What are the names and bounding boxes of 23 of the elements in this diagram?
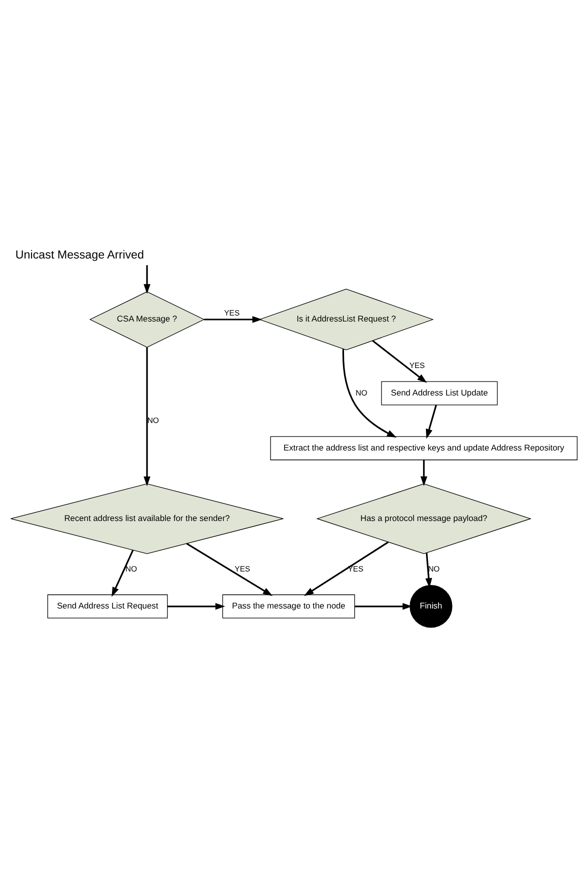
arrow [342, 348, 397, 438]
arrow [372, 340, 427, 382]
node-box: Extract the address list and respective keys and update Address Repository [270, 436, 578, 460]
diagram-title: Unicast Message Arrived [15, 248, 144, 261]
arrow [186, 542, 273, 596]
arrow [420, 460, 428, 486]
arrow [426, 404, 437, 438]
arrow [354, 602, 412, 610]
arrow [112, 549, 134, 596]
arrow [144, 264, 150, 294]
arrow [304, 540, 389, 596]
node-diamond: Has a protocol message payload? [316, 482, 532, 554]
node-diamond: Is it AddressList Request ? [258, 288, 434, 350]
arrow [168, 602, 226, 610]
node-box: Send Address List Request [47, 594, 168, 618]
node-box: Send Address List Update [381, 380, 498, 405]
arrow [425, 552, 432, 588]
node-box: Pass the message to the node [222, 594, 355, 618]
node-diamond: Recent address list available for the sender? [10, 482, 284, 554]
arrow [204, 316, 262, 322]
arrow [144, 346, 150, 486]
node-diamond: CSA Message ? [89, 290, 205, 348]
node-circle: Finish [410, 584, 452, 628]
